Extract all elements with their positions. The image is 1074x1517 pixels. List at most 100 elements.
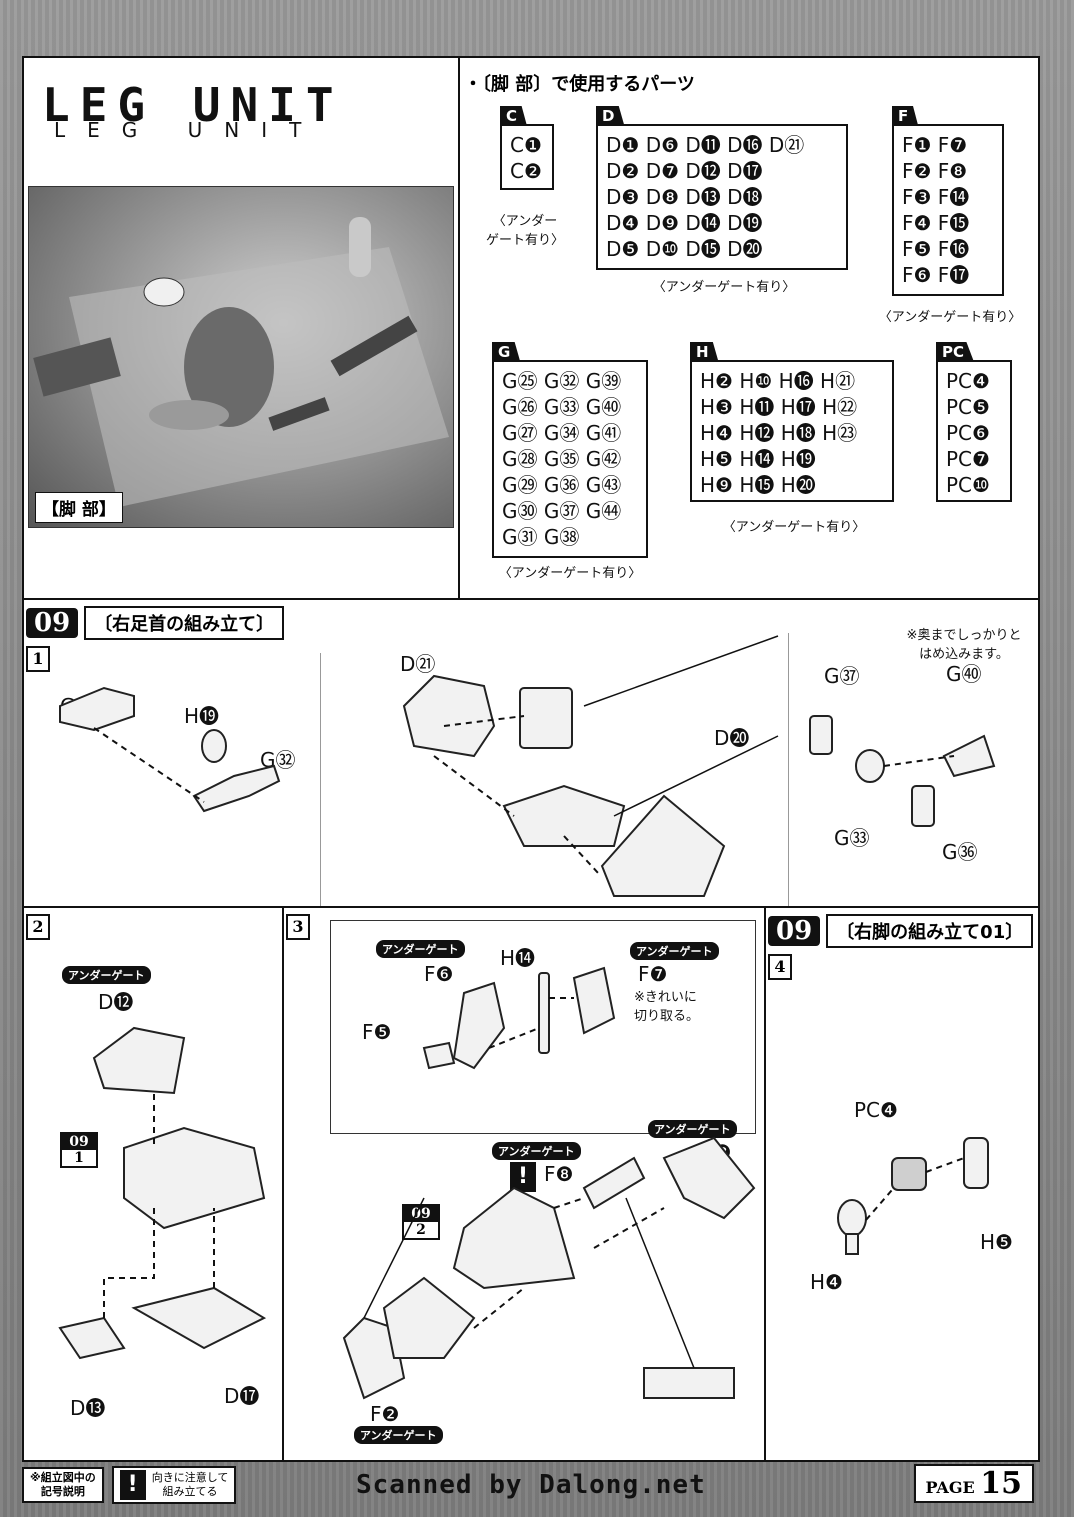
- substep-2: 2: [26, 914, 50, 940]
- label-f6: F❻: [424, 962, 454, 986]
- label-h19: H⓳: [184, 704, 220, 728]
- parts-row: F❶ F❼: [902, 133, 968, 157]
- label-f8: F❽: [544, 1162, 574, 1186]
- warning-icon: !: [510, 1162, 536, 1192]
- page-label: PAGE: [925, 1478, 975, 1497]
- photo-caption: 【脚 部】: [35, 492, 123, 523]
- undergate-badge: アンダーゲート: [376, 940, 465, 958]
- step2-diagram: [58, 1026, 267, 1360]
- unit-title-sub: LEG UNIT: [54, 118, 324, 142]
- parts-row: PC❹: [946, 369, 990, 393]
- parts-row: D❶ D❻ D⓫ D⓰ D㉑: [606, 133, 805, 157]
- parts-row: G㉛ G㊳: [502, 525, 580, 549]
- label-pc4: PC❹: [854, 1098, 898, 1122]
- label-g36: G㊱: [942, 840, 978, 864]
- divider-thin-2: [788, 633, 789, 906]
- label-g40: G㊵: [946, 662, 982, 686]
- parts-row: F❷ F❽: [902, 159, 968, 183]
- label-h4: H❹: [810, 1270, 843, 1294]
- parts-row: G㉖ G㉝ G㊵: [502, 395, 622, 419]
- warning-icon: !: [119, 1470, 146, 1500]
- parts-box-pc: PC PC❹ PC❺ PC❻ PC❼ PC❿: [936, 342, 1012, 502]
- parts-row: D❷ D❼ D⓬ D⓱: [606, 159, 763, 183]
- step3-diagram: [342, 966, 756, 1400]
- parts-row: C❶: [510, 133, 542, 157]
- parts-row: F❺ F⓰: [902, 237, 970, 261]
- parts-row: PC❿: [946, 473, 990, 497]
- label-h5: H❺: [980, 1230, 1013, 1254]
- parts-box-c: C C❶ C❷: [500, 106, 554, 190]
- unit-title-stylized: LEG UNIT: [42, 78, 344, 132]
- scan-credit: Scanned by Dalong.net: [356, 1470, 706, 1500]
- parts-row: H❸ H⓫ H⓱ H㉒: [700, 395, 858, 419]
- parts-row: G㉚ G㊲ G㊹: [502, 499, 622, 523]
- parts-row: F❸ F⓮: [902, 185, 970, 209]
- parts-row: G㉗ G㉞ G㊶: [502, 421, 622, 445]
- label-f5: F❺: [362, 1020, 392, 1044]
- divider-vertical-top: [458, 58, 460, 598]
- ref-sub: 1: [74, 1150, 84, 1166]
- undergate-badge: アンダーゲート: [62, 966, 151, 984]
- label-d21: D㉑: [400, 652, 436, 676]
- parts-row: PC❺: [946, 395, 990, 419]
- label-d20: D⓴: [714, 726, 750, 750]
- step-title: 〔右脚の組み立て01〕: [826, 914, 1034, 948]
- parts-note-d: 〈アンダーゲート有り〉: [652, 280, 796, 295]
- parts-tag-g: G: [492, 342, 521, 362]
- parts-note-h: 〈アンダーゲート有り〉: [722, 520, 866, 535]
- substep-1: 1: [26, 646, 50, 672]
- parts-note-g: 〈アンダーゲート有り〉: [498, 566, 642, 581]
- parts-heading: ・〔脚 部〕で使用するパーツ: [464, 74, 695, 95]
- parts-row: G㉘ G㉟ G㊷: [502, 447, 622, 471]
- ref-number: 09: [404, 1206, 438, 1222]
- label-h14: H⓮: [500, 946, 536, 970]
- parts-row: D❸ D❽ D⓭ D⓲: [606, 185, 763, 209]
- instruction-page: LEG UNIT LEG UNIT 【脚 部】 ・〔脚 部〕で使用するパーツ C…: [22, 56, 1040, 1462]
- step-09-leg-header: 09 〔右脚の組み立て01〕: [768, 914, 1034, 948]
- parts-note-c: 〈アンダー ゲート有り〉: [485, 214, 564, 248]
- parts-row: D❺ D❿ D⓯ D⓴: [606, 237, 763, 261]
- undergate-badge: アンダーゲート: [492, 1142, 581, 1160]
- parts-row: H❷ H❿ H⓰ H㉑: [700, 369, 856, 393]
- label-d13: D⓭: [70, 1396, 106, 1420]
- step-number: 09: [26, 608, 79, 638]
- label-g37: G㊲: [824, 664, 860, 688]
- step4-diagram: [837, 1137, 989, 1255]
- parts-row: G㉙ G㊱ G㊸: [502, 473, 622, 497]
- photo-shapes: [33, 217, 449, 507]
- label-g33: G㉝: [834, 826, 870, 850]
- ref-number: 09: [62, 1134, 96, 1150]
- parts-box-g: G G㉕ G㉜ G㊴ G㉖ G㉝ G㊵ G㉗ G㉞ G㊶ G㉘ G㉟ G㊷ G㉙…: [492, 342, 648, 558]
- divider-thin-1: [320, 653, 321, 906]
- parts-row: F❹ F⓯: [902, 211, 970, 235]
- parts-list-h: H❷ H❿ H⓰ H㉑ H❸ H⓫ H⓱ H㉒ H❹ H⓬ H⓲ H㉓ H❺ H…: [700, 368, 857, 498]
- parts-list-c: C❶ C❷: [510, 132, 542, 184]
- legend-title: ※組立図中の 記号説明: [22, 1467, 104, 1503]
- page-number-box: PAGE 15: [913, 1464, 1034, 1503]
- step-09-ankle-header: 09 〔右足首の組み立て〕: [26, 606, 285, 640]
- step-number: 09: [768, 916, 821, 946]
- undergate-badge: アンダーゲート: [630, 942, 719, 960]
- parts-tag-c: C: [500, 106, 528, 126]
- step-title: 〔右足首の組み立て〕: [84, 606, 285, 640]
- legend-text: 向きに注意して 組み立てる: [151, 1471, 229, 1498]
- step09a-diagram: [59, 635, 996, 897]
- step-reference-09-1: 09 1: [60, 1132, 98, 1168]
- leg-parts-photo: 【脚 部】: [28, 186, 454, 528]
- label-d12: D⓬: [98, 990, 134, 1014]
- substep-4: 4: [768, 954, 792, 980]
- parts-tag-d: D: [596, 106, 625, 126]
- step-reference-09-2: 09 2: [402, 1204, 440, 1240]
- page-number: 15: [980, 1466, 1022, 1501]
- label-d17: D⓱: [224, 1384, 260, 1408]
- parts-row: F❻ F⓱: [902, 263, 970, 287]
- parts-row: PC❻: [946, 421, 990, 445]
- parts-box-h: H H❷ H❿ H⓰ H㉑ H❸ H⓫ H⓱ H㉒ H❹ H⓬ H⓲ H㉓ H❺…: [690, 342, 894, 502]
- divider-horizontal-1: [24, 598, 1038, 600]
- parts-row: C❷: [510, 159, 542, 183]
- label-f2: F❷: [370, 1402, 400, 1426]
- parts-tag-h: H: [690, 342, 719, 362]
- symbol-legend: ※組立図中の 記号説明 ! 向きに注意して 組み立てる: [22, 1466, 237, 1504]
- parts-tag-pc: PC: [936, 342, 975, 362]
- step09a-note: ※奥までしっかりと はめ込みます。: [906, 628, 1022, 662]
